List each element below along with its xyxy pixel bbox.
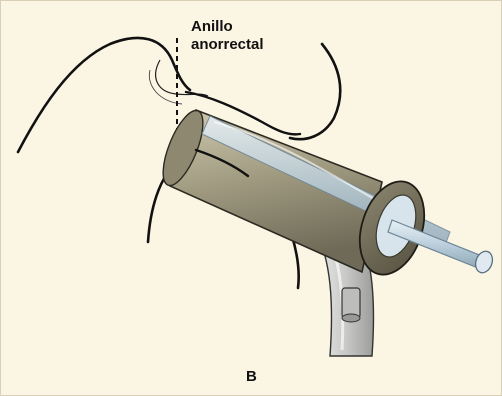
anorectal-ring-label-line2: anorrectal <box>191 36 264 54</box>
buttock-right-outline <box>290 44 340 139</box>
panel-letter: B <box>246 368 257 385</box>
buttock-upper-outline <box>18 38 190 152</box>
anal-canal-upper-line <box>156 60 208 96</box>
anorectal-ring-label-line1: Anillo <box>191 18 264 36</box>
obturator-knob <box>473 249 496 275</box>
anorectal-ring-label: Anillo anorrectal <box>191 18 264 54</box>
